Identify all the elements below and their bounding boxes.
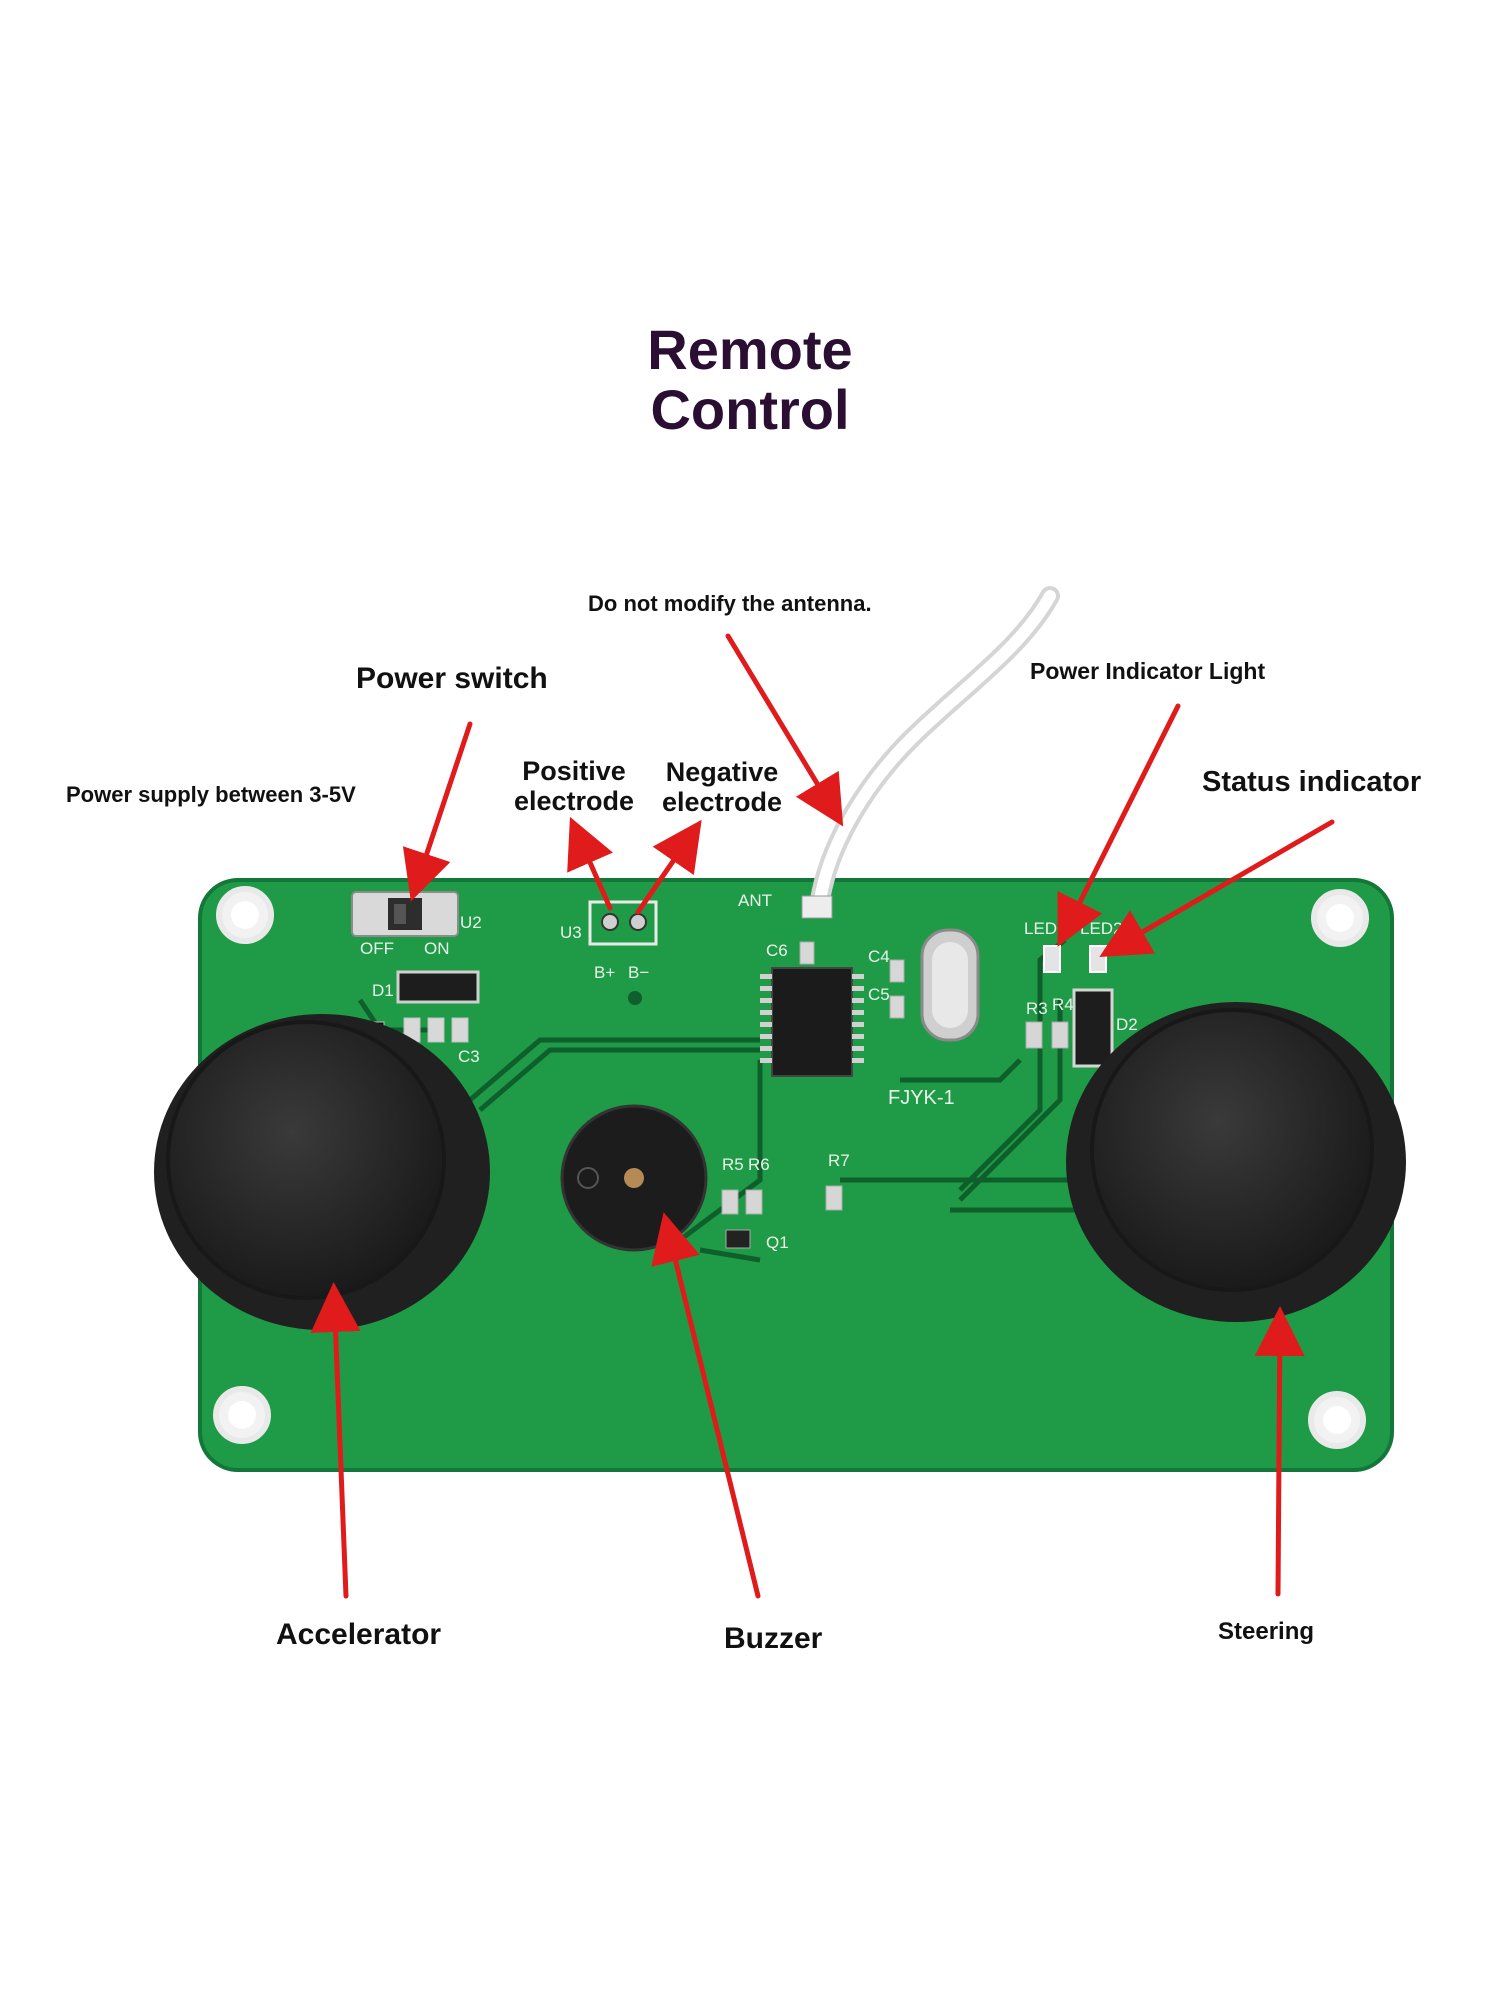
silk-ant: ANT [738, 891, 772, 910]
label-antenna-note: Do not modify the antenna. [588, 591, 872, 616]
arrow-buzzer [651, 1212, 761, 1599]
arrow-power-indicator [1057, 703, 1181, 947]
antenna [801, 586, 1060, 919]
label-steering: Steering [1218, 1618, 1315, 1645]
left-joystick[interactable] [154, 1014, 490, 1330]
crystal-oscillator [920, 928, 980, 1042]
label-positive-line1: Positive [522, 756, 626, 786]
arrow-antenna [725, 633, 844, 827]
resistors-right [1025, 1021, 1069, 1049]
negative-pad [629, 913, 647, 931]
arrow-status-indicator [1099, 819, 1335, 958]
label-accelerator: Accelerator [276, 1618, 442, 1651]
title-line-1: Remote [647, 318, 853, 381]
silk-r5: R5 [722, 1155, 744, 1174]
label-power-supply: Power supply between 3-5V [66, 782, 356, 807]
silk-bminus: B− [628, 963, 649, 982]
label-positive-line2: electrode [513, 786, 635, 816]
status-led [1089, 945, 1107, 973]
ic-chip [760, 967, 864, 1077]
capacitors [799, 941, 905, 1019]
label-negative-electrode: Negative electrode [652, 757, 792, 817]
label-negative-line2: electrode [661, 787, 783, 817]
label-status-indicator: Status indicator [1202, 766, 1422, 798]
silk-c4: C4 [868, 947, 890, 966]
silk-q1: Q1 [766, 1233, 789, 1252]
silk-on: ON [424, 939, 450, 958]
silk-r6: R6 [748, 1155, 770, 1174]
silk-bplus: B+ [594, 963, 615, 982]
silk-c3: C3 [458, 1047, 480, 1066]
slide-switch[interactable] [351, 891, 459, 937]
silk-r4: R4 [1052, 995, 1074, 1014]
silk-r3: R3 [1026, 999, 1048, 1018]
silk-r7: R7 [828, 1151, 850, 1170]
power-led [1043, 945, 1061, 973]
label-power-indicator: Power Indicator Light [1030, 658, 1266, 684]
arrow-power-switch [402, 721, 473, 902]
battery-connector[interactable] [588, 900, 658, 1005]
label-positive-electrode: Positive electrode [504, 756, 644, 816]
right-joystick[interactable] [1066, 1002, 1406, 1322]
silk-c6: C6 [766, 941, 788, 960]
silk-d2: D2 [1116, 1015, 1138, 1034]
silk-u3: U3 [560, 923, 582, 942]
arrow-positive [567, 816, 613, 911]
page-title: Remote Control [600, 320, 900, 440]
silk-d1: D1 [372, 981, 394, 1000]
silk-u2: U2 [460, 913, 482, 932]
silk-board-id: FJYK-1 [888, 1087, 955, 1109]
callout-arrows [310, 633, 1335, 1599]
positive-pad [601, 913, 619, 931]
silk-off: OFF [360, 939, 394, 958]
label-power-switch: Power switch [356, 662, 548, 695]
diode-d1 [396, 970, 480, 1004]
arrow-negative [635, 819, 702, 915]
title-line-2: Control [650, 378, 850, 441]
mounting-holes [213, 886, 1369, 1449]
arrow-accelerator [310, 1282, 361, 1599]
silk-led1: LED [1024, 919, 1057, 938]
label-negative-line1: Negative [665, 757, 779, 787]
resistors-center [721, 1185, 843, 1249]
label-buzzer: Buzzer [724, 1622, 823, 1655]
arrow-steering [1254, 1306, 1305, 1597]
diode-d2 [1072, 988, 1114, 1068]
silk-c5: C5 [868, 985, 890, 1004]
buzzer-component [560, 1104, 708, 1252]
silk-led2: LED2 [1080, 919, 1123, 938]
